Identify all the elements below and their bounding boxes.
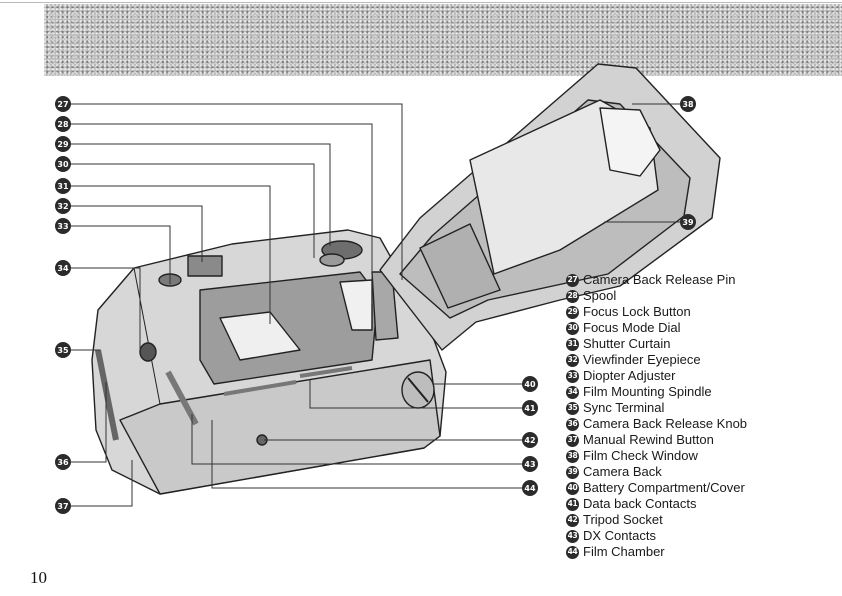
callout-number: 39 xyxy=(566,465,579,479)
legend-label: Film Chamber xyxy=(583,544,665,559)
callout-29-marker: 29 xyxy=(55,136,71,152)
callout-number: 28 xyxy=(566,289,579,303)
callout-44-marker: 44 xyxy=(522,480,538,496)
callout-number: 29 xyxy=(566,305,579,319)
callout-30-marker: 30 xyxy=(55,156,71,172)
svg-text:31: 31 xyxy=(57,182,69,191)
svg-text:42: 42 xyxy=(524,436,535,445)
callout-number: 27 xyxy=(566,273,579,287)
legend-label: Film Mounting Spindle xyxy=(583,384,712,399)
legend-item: 36 Camera Back Release Knob xyxy=(566,416,747,432)
svg-text:27: 27 xyxy=(57,100,68,109)
legend-label: Manual Rewind Button xyxy=(583,432,714,447)
svg-text:34: 34 xyxy=(57,264,69,273)
leader-lines xyxy=(70,103,686,507)
svg-text:32: 32 xyxy=(57,202,68,211)
legend-item: 32 Viewfinder Eyepiece xyxy=(566,352,747,368)
callout-number: 33 xyxy=(566,369,579,383)
legend-item: 38 Film Check Window xyxy=(566,448,747,464)
legend-label: Camera Back Release Knob xyxy=(583,416,748,431)
page-number: 10 xyxy=(30,568,47,587)
callout-number: 44 xyxy=(566,545,579,559)
callout-number: 41 xyxy=(566,497,579,511)
legend-item: 28 Spool xyxy=(566,288,747,304)
callout-number: 35 xyxy=(566,401,579,415)
legend-item: 43 DX Contacts xyxy=(566,528,747,544)
callout-28-marker: 28 xyxy=(55,116,71,132)
callout-number: 32 xyxy=(566,353,579,367)
svg-text:36: 36 xyxy=(57,458,69,467)
legend-item: 31 Shutter Curtain xyxy=(566,336,747,352)
callout-number: 30 xyxy=(566,321,579,335)
svg-text:43: 43 xyxy=(524,460,535,469)
header-band xyxy=(44,4,842,76)
legend-label: Viewfinder Eyepiece xyxy=(583,352,701,367)
legend-item: 34 Film Mounting Spindle xyxy=(566,384,747,400)
legend-label: Diopter Adjuster xyxy=(583,368,676,383)
svg-text:41: 41 xyxy=(524,404,536,413)
legend-item: 40 Battery Compartment/Cover xyxy=(566,480,747,496)
callout-33-marker: 33 xyxy=(55,218,71,234)
legend-label: Camera Back xyxy=(583,464,662,479)
callout-number: 36 xyxy=(566,417,579,431)
legend-item: 44 Film Chamber xyxy=(566,544,747,560)
legend-label: Shutter Curtain xyxy=(583,336,671,351)
callout-number: 34 xyxy=(566,385,579,399)
svg-text:38: 38 xyxy=(682,100,694,109)
callout-41-marker: 41 xyxy=(522,400,538,416)
svg-text:44: 44 xyxy=(524,484,536,493)
callout-34-marker: 34 xyxy=(55,260,71,276)
svg-text:30: 30 xyxy=(57,160,69,169)
legend-label: Spool xyxy=(583,288,617,303)
callout-42-marker: 42 xyxy=(522,432,538,448)
legend-item: 27 Camera Back Release Pin xyxy=(566,272,747,288)
callout-43-marker: 43 xyxy=(522,456,538,472)
legend-label: Camera Back Release Pin xyxy=(583,272,736,287)
callout-number: 40 xyxy=(566,481,579,495)
svg-text:35: 35 xyxy=(57,346,69,355)
legend-item: 42 Tripod Socket xyxy=(566,512,747,528)
legend-label: Sync Terminal xyxy=(583,400,665,415)
callout-number: 37 xyxy=(566,433,579,447)
callout-number: 38 xyxy=(566,449,579,463)
svg-text:39: 39 xyxy=(682,218,694,227)
top-rule xyxy=(0,2,842,3)
callout-36-marker: 36 xyxy=(55,454,71,470)
legend-label: Film Check Window xyxy=(583,448,698,463)
callout-38-marker: 38 xyxy=(680,96,696,112)
legend-label: Data back Contacts xyxy=(583,496,697,511)
callout-27-marker: 27 xyxy=(55,96,71,112)
legend-item: 37 Manual Rewind Button xyxy=(566,432,747,448)
callout-number: 43 xyxy=(566,529,579,543)
legend-item: 33 Diopter Adjuster xyxy=(566,368,747,384)
legend-label: Focus Mode Dial xyxy=(583,320,681,335)
callout-39-marker: 39 xyxy=(680,214,696,230)
legend-item: 39 Camera Back xyxy=(566,464,747,480)
legend-item: 29 Focus Lock Button xyxy=(566,304,747,320)
svg-text:29: 29 xyxy=(57,140,69,149)
callout-markers: 27 28 29 30 31 32 33 34 35 36 37 38 39 4… xyxy=(55,96,696,514)
svg-text:28: 28 xyxy=(57,120,69,129)
legend-label: Focus Lock Button xyxy=(583,304,691,319)
legend-item: 41 Data back Contacts xyxy=(566,496,747,512)
svg-text:40: 40 xyxy=(524,380,536,389)
callout-40-marker: 40 xyxy=(522,376,538,392)
legend-item: 30 Focus Mode Dial xyxy=(566,320,747,336)
legend-label: Battery Compartment/Cover xyxy=(583,480,745,495)
callout-35-marker: 35 xyxy=(55,342,71,358)
svg-text:33: 33 xyxy=(57,222,68,231)
callout-32-marker: 32 xyxy=(55,198,71,214)
legend-item: 35 Sync Terminal xyxy=(566,400,747,416)
svg-text:37: 37 xyxy=(57,502,68,511)
callout-number: 31 xyxy=(566,337,579,351)
callout-31-marker: 31 xyxy=(55,178,71,194)
legend-label: DX Contacts xyxy=(583,528,656,543)
callout-37-marker: 37 xyxy=(55,498,71,514)
legend-label: Tripod Socket xyxy=(583,512,663,527)
callout-number: 42 xyxy=(566,513,579,527)
camera-illustration xyxy=(91,63,721,495)
